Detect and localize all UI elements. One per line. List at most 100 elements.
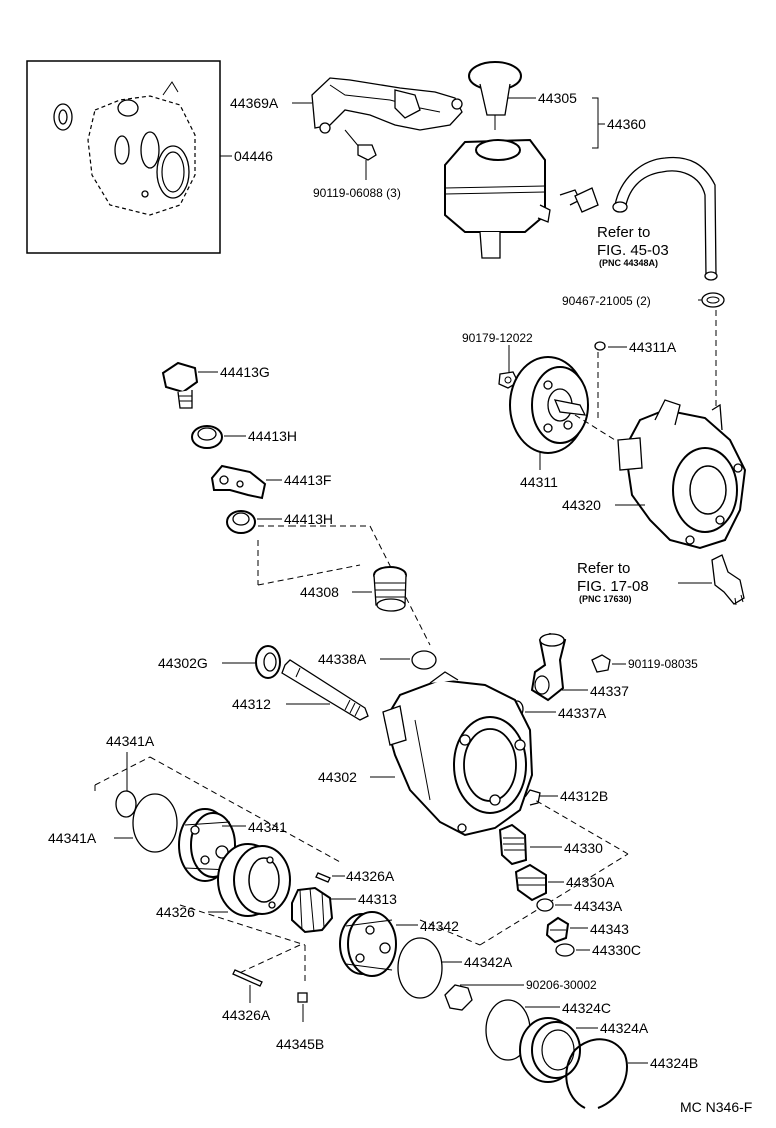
part-label-90119-06088: 90119-06088 (3) — [313, 186, 401, 200]
hose-reference-line3: (PNC 44348A) — [599, 258, 658, 268]
front-plate-44342-illustration — [339, 911, 397, 977]
dowel-pin-44326A-bottom-illustration — [232, 969, 263, 987]
part-label-44413F: 44413F — [284, 472, 331, 488]
gasket-44413H-top-illustration — [191, 425, 223, 449]
part-label-44326: 44326 — [156, 904, 195, 920]
part-label-90467-21005: 90467-21005 (2) — [562, 294, 651, 308]
union-44413F-illustration — [210, 464, 267, 500]
cam-rotor-group: 44326 44326A 44313 — [156, 799, 629, 985]
o-ring-44341A-large-illustration — [132, 793, 178, 853]
part-label-44413G: 44413G — [220, 364, 270, 380]
plug-44343-illustration — [545, 916, 570, 944]
pump-housing-group: 44302 — [318, 671, 534, 837]
part-label-44413H-top: 44413H — [248, 428, 297, 444]
small-pins-group: 44326A 44345B — [222, 969, 324, 1052]
pulley-illustration — [509, 356, 589, 454]
part-label-44343A: 44343A — [574, 898, 623, 914]
part-label-90119-08035: 90119-08035 — [628, 657, 698, 671]
part-label-44413H-bottom: 44413H — [284, 511, 333, 527]
shaft-44312-illustration — [281, 659, 369, 721]
part-label-44342A: 44342A — [464, 954, 513, 970]
part-label-44343: 44343 — [590, 921, 629, 937]
part-label-44326A-mid: 44326A — [346, 868, 395, 884]
part-label-44330C: 44330C — [592, 942, 641, 958]
part-label-44345B: 44345B — [276, 1036, 324, 1052]
part-label-44324B: 44324B — [650, 1055, 698, 1071]
sensor-reference-line1: Refer to — [577, 560, 630, 577]
part-label-44313: 44313 — [358, 891, 397, 907]
part-label-44341A-top: 44341A — [106, 733, 155, 749]
clamp-illustration — [574, 187, 599, 213]
part-label-90179-12022: 90179-12022 — [462, 331, 533, 345]
shaft-group: 44302G 44312 — [158, 645, 369, 721]
part-label-44320: 44320 — [562, 497, 601, 513]
bolt-90119-08035-illustration — [591, 654, 611, 673]
pump-assy-group: 44320 — [562, 399, 747, 550]
flow-control-valve-illustration — [373, 566, 407, 612]
part-label-44311A: 44311A — [629, 339, 677, 355]
o-ring-44341A-small-illustration — [115, 790, 137, 818]
bracket-group: 44369A 90119-06088 (3) — [230, 77, 463, 200]
return-hose-illustration — [612, 156, 718, 281]
part-label-44337: 44337 — [590, 683, 629, 699]
part-label-44369A: 44369A — [230, 95, 279, 111]
woodruff-key-illustration — [594, 341, 606, 351]
hose-reference-line1: Refer to — [597, 224, 650, 241]
bearing-44302G-illustration — [255, 645, 281, 679]
rotor-44313-illustration — [291, 886, 334, 934]
gasket-kit-box — [26, 60, 221, 254]
plate-44341-group: 44341A 44341A 44341 — [48, 733, 341, 882]
part-label-44312B: 44312B — [560, 788, 608, 804]
part-label-44302G: 44302G — [158, 655, 208, 671]
fitting-group: 90119-08035 44337 44337A — [510, 632, 698, 721]
spring-44330-illustration — [498, 823, 528, 866]
part-label-44302: 44302 — [318, 769, 357, 785]
part-label-44324C: 44324C — [562, 1000, 611, 1016]
key-44345B-illustration — [297, 992, 308, 1003]
o-ring-44338A-illustration — [411, 650, 437, 670]
flow-control-valve-group: 44308 44338A — [300, 566, 437, 670]
figure-code: MC N346-F — [680, 1099, 752, 1115]
part-label-44360: 44360 — [607, 116, 646, 132]
part-label-90206-30002: 90206-30002 — [526, 978, 597, 992]
dowel-pin-44326A-mid-illustration — [315, 872, 331, 883]
bolt-90119-06088-illustration — [344, 129, 377, 161]
part-label-44341A-left: 44341A — [48, 830, 97, 846]
plate-44342-group: 44342 44342A — [339, 911, 513, 999]
valve-44330A-illustration — [514, 863, 547, 902]
hose-reference-line2: FIG. 45-03 — [597, 242, 669, 259]
part-label-44341: 44341 — [248, 819, 287, 835]
fitting-44337-illustration — [530, 632, 567, 702]
part-label-44330A: 44330A — [566, 874, 615, 890]
sensor-reference-line3: (PNC 17630) — [579, 594, 632, 604]
pressure-sensor-illustration — [711, 554, 745, 606]
sensor-reference-line2: FIG. 17-08 — [577, 578, 649, 595]
snap-ring-44324B-illustration — [565, 1038, 628, 1109]
part-label-44326A-bottom: 44326A — [222, 1007, 271, 1023]
part-label-44337A: 44337A — [558, 705, 607, 721]
snap-ring-44330C-illustration — [555, 943, 575, 957]
sensor-reference-group: Refer to FIG. 17-08 (PNC 17630) — [577, 554, 745, 606]
reservoir-group: 44305 44360 — [444, 61, 646, 259]
hose-reference-group: Refer to FIG. 45-03 (PNC 44348A) 90467-2… — [562, 156, 725, 410]
pulley-group: 90179-12022 44311A 44311 — [462, 331, 677, 490]
o-ring-44343A-illustration — [536, 898, 554, 912]
part-label-44324A: 44324A — [600, 1020, 649, 1036]
o-ring-44342A-illustration — [397, 937, 443, 999]
part-label-44312: 44312 — [232, 696, 271, 712]
union-bolt-group: 44413G 44413H 44413F 44413H — [161, 361, 431, 646]
gasket-44413H-bottom-illustration — [226, 510, 256, 534]
bracket-illustration — [311, 77, 463, 134]
snap-ring-44312B-group: 44312B — [524, 788, 608, 806]
cover-44324A-illustration — [519, 1017, 581, 1083]
pump-housing-illustration — [382, 671, 534, 837]
hose-clamp-illustration — [701, 292, 725, 308]
part-label-44308: 44308 — [300, 584, 339, 600]
washer-90206-30002-illustration — [444, 984, 473, 1011]
part-label-44305: 44305 — [538, 90, 577, 106]
gasket-kit-illustration — [53, 81, 196, 216]
part-label-44342: 44342 — [420, 918, 459, 934]
part-label-04446: 04446 — [234, 148, 273, 164]
union-bolt-44413G-illustration — [161, 361, 199, 409]
